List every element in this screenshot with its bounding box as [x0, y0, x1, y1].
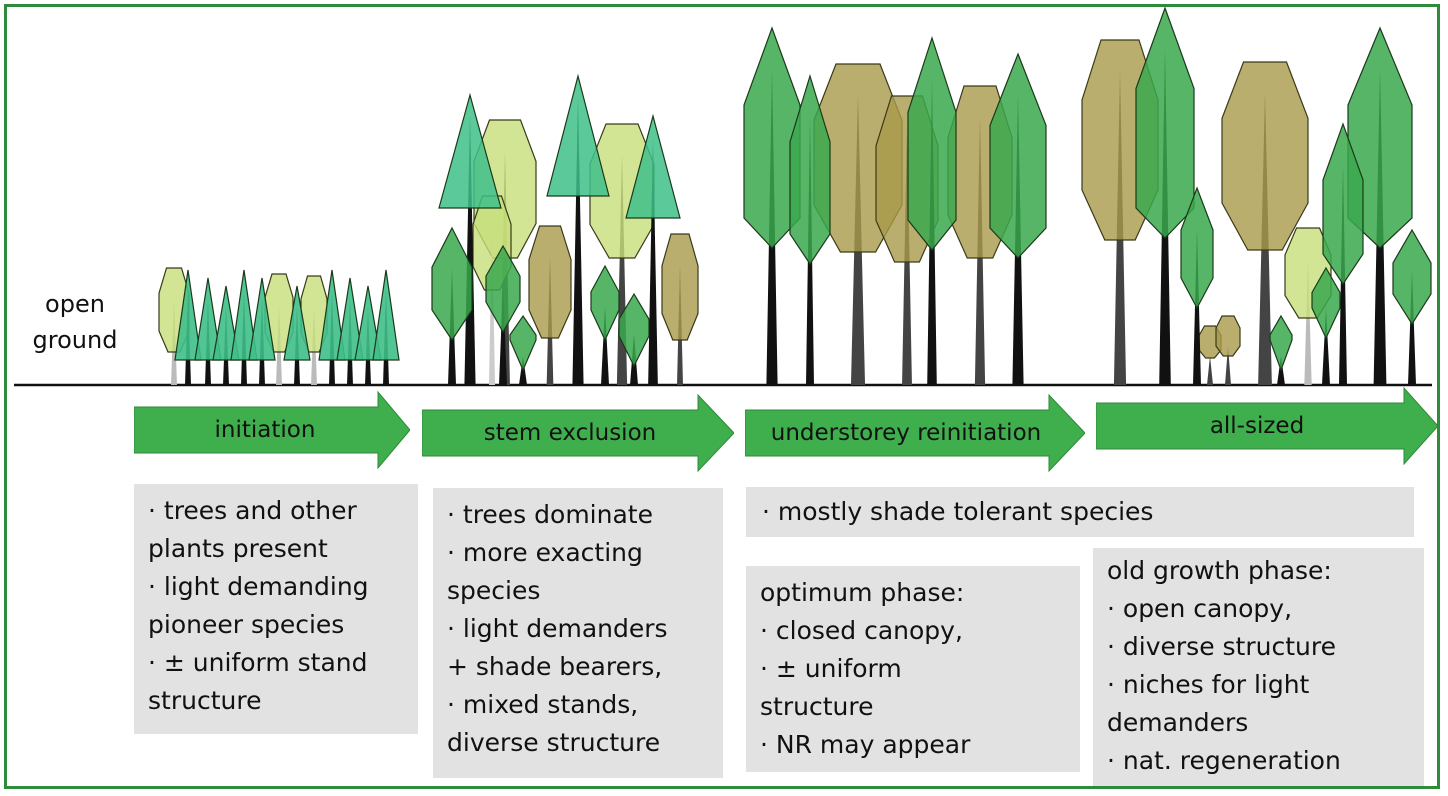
- conifer-crown: [318, 269, 346, 361]
- conifer-crown: [212, 285, 240, 361]
- tall-crown: [907, 36, 957, 251]
- tall-crown: [1180, 186, 1214, 310]
- stage-arrow-initiation: initiation: [134, 390, 410, 470]
- stage-arrow-understorey-reinitiation: understorey reinitiation: [745, 393, 1085, 473]
- tall-crown: [485, 244, 521, 334]
- conifer-crown: [372, 269, 400, 361]
- tall-crown: [1347, 26, 1413, 249]
- stage-arrow-all-sized: all-sized: [1096, 386, 1438, 466]
- box-old-growth-phase: old growth phase: · open canopy, · diver…: [1093, 548, 1424, 786]
- box-optimum-phase: optimum phase: · closed canopy, · ± unif…: [746, 566, 1080, 772]
- tree-trunk: [601, 306, 609, 385]
- conifer-crown: [248, 277, 276, 361]
- conifer-crown: [174, 269, 202, 361]
- stage-label: understorey reinitiation: [770, 420, 1042, 446]
- tree-trunk: [1322, 308, 1330, 385]
- tall-crown: [1392, 228, 1432, 326]
- tall-crown: [431, 226, 473, 342]
- box-stem-exclusion: · trees dominate · more exacting species…: [433, 488, 723, 778]
- open-ground-label: open ground: [32, 290, 118, 354]
- broadleaf-crown: [1221, 61, 1309, 251]
- tree-trunk: [572, 96, 584, 385]
- tree-trunk: [1408, 270, 1416, 385]
- conifer-crown: [230, 269, 258, 361]
- tall-crown: [509, 314, 537, 372]
- stage-label: initiation: [214, 417, 316, 443]
- conifer-crown: [336, 277, 364, 361]
- tall-crown: [1311, 266, 1341, 340]
- broadleaf-crown: [528, 225, 572, 339]
- broadleaf-crown: [661, 233, 699, 341]
- tall-crown: [1135, 6, 1195, 239]
- tree-trunk: [1304, 258, 1312, 385]
- conifer-crown: [546, 73, 610, 197]
- box-shade-tolerant: · mostly shade tolerant species: [746, 487, 1414, 537]
- stage-label: all-sized: [1209, 413, 1305, 439]
- conifer-crown: [354, 285, 382, 361]
- conifer-crown: [625, 113, 681, 219]
- tree-trunk: [1225, 346, 1231, 385]
- tall-crown: [789, 73, 831, 266]
- box-initiation: · trees and other plants present · light…: [134, 484, 418, 734]
- tall-crown: [743, 26, 801, 249]
- diagram-border: [4, 4, 1440, 789]
- tall-crown: [1269, 314, 1293, 372]
- conifer-crown: [438, 92, 502, 209]
- tree-trunk: [1207, 356, 1213, 385]
- tall-crown: [989, 52, 1047, 259]
- tree-trunk: [499, 286, 507, 385]
- tree-trunk: [648, 136, 658, 385]
- tree-group: [158, 6, 1432, 385]
- stage-arrow-stem-exclusion: stem exclusion: [422, 393, 734, 473]
- conifer-crown: [194, 277, 222, 361]
- broadleaf-crown: [1215, 315, 1241, 357]
- tall-crown: [590, 264, 620, 342]
- tall-crown: [618, 292, 650, 368]
- tall-crown: [1322, 122, 1364, 286]
- conifer-crown: [283, 285, 311, 361]
- stage-label: stem exclusion: [483, 420, 657, 446]
